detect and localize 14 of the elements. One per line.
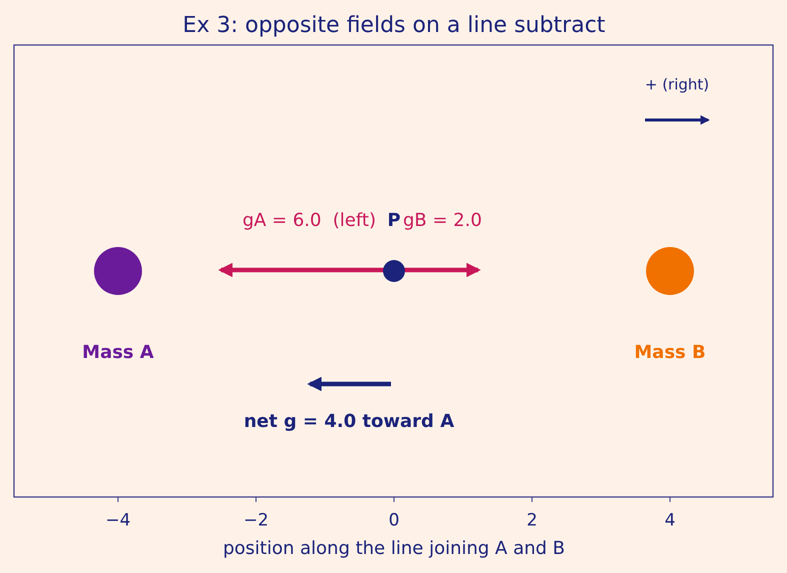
tick-label: −2: [243, 512, 269, 530]
mass-label: Mass B: [634, 344, 706, 362]
tick-label: −4: [105, 512, 131, 530]
point-label: P: [387, 212, 401, 230]
tick-label: 4: [664, 512, 676, 530]
chart-title: Ex 3: opposite fields on a line subtract: [182, 15, 606, 37]
field-label: gA = 6.0 (left): [242, 212, 376, 230]
tick-label: 2: [526, 512, 538, 530]
direction-label: + (right): [644, 78, 710, 92]
net-field-label: net g = 4.0 toward A: [244, 413, 454, 431]
axis-label: position along the line joining A and B: [222, 540, 566, 558]
mass-label: Mass A: [82, 344, 154, 362]
tick-label: 0: [388, 512, 400, 530]
field-label: gB = 2.0: [403, 212, 482, 230]
